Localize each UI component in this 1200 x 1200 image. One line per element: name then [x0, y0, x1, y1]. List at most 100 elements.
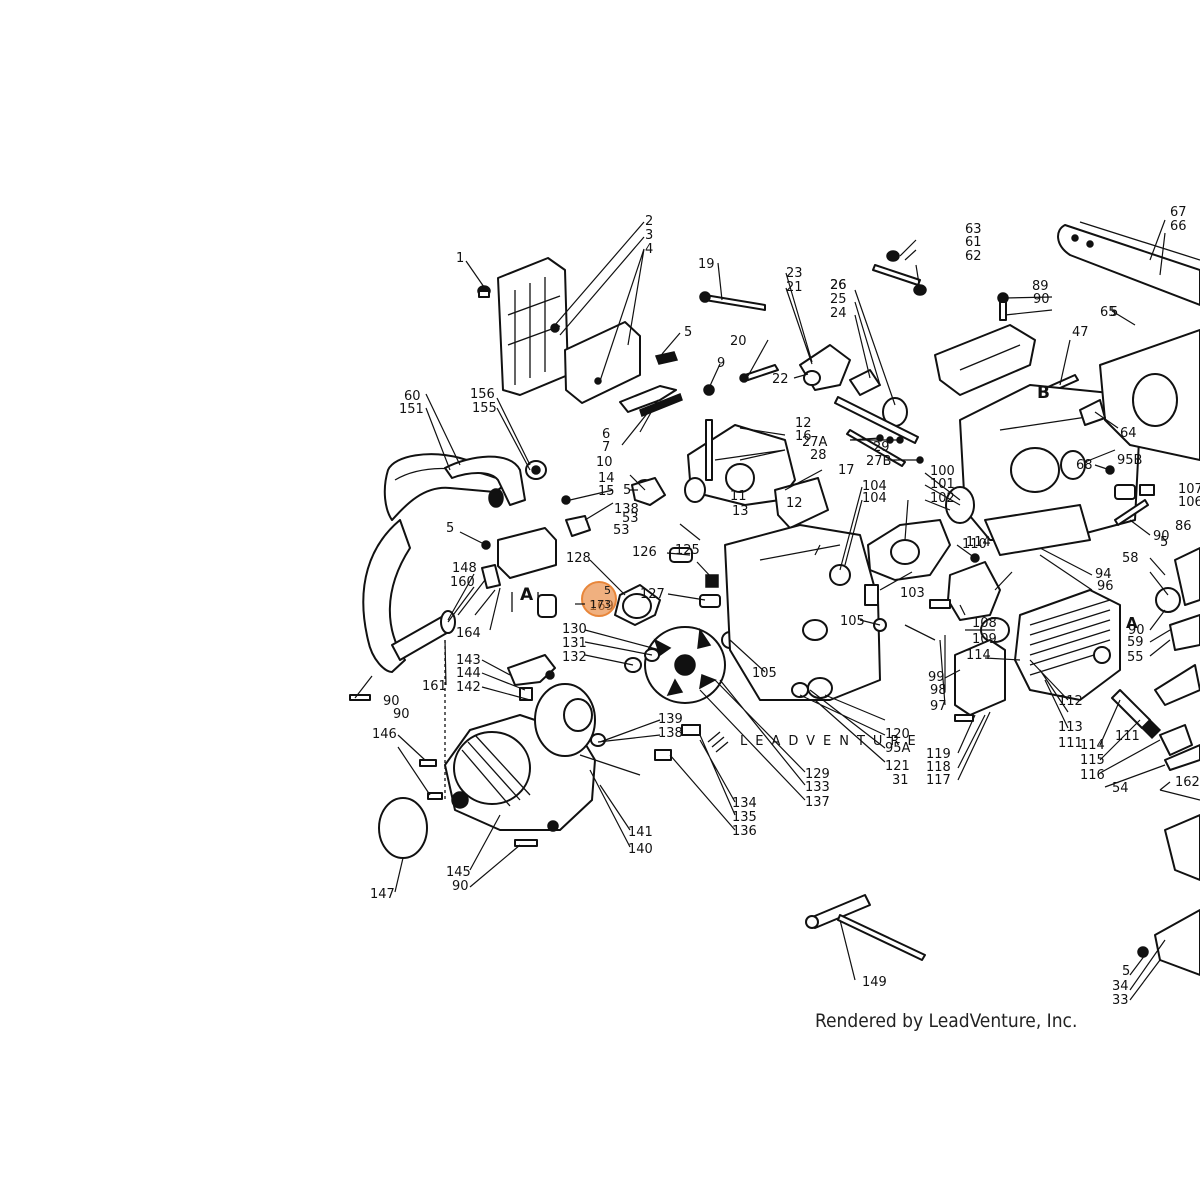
part-sprocket-cover	[1099, 329, 1200, 461]
callout-label: 5	[684, 325, 692, 340]
callout-label: 3	[645, 228, 653, 243]
callout-label: 125	[675, 543, 700, 558]
callout-label: 126	[632, 545, 657, 560]
callout-label: 131	[562, 636, 587, 651]
part-spark-plug-116	[1111, 689, 1162, 740]
callout-label: 100	[930, 464, 955, 479]
callout-label: 34	[1112, 979, 1129, 994]
callout-label: 130	[562, 622, 587, 637]
callout-label: 133	[805, 780, 830, 795]
part-screw-20	[739, 364, 779, 383]
callout-label: 58	[1122, 551, 1139, 566]
callout-label: 151	[399, 402, 424, 417]
callout-label: 114	[966, 648, 991, 663]
callout-label: 11	[730, 489, 747, 504]
callout-label: 90	[1033, 292, 1050, 307]
callout-label: 109	[972, 632, 997, 647]
callout-label: 9	[717, 356, 725, 371]
callout-label: 135	[732, 810, 757, 825]
callout-label: 1	[456, 251, 464, 266]
callout-label: 107	[1178, 482, 1200, 497]
callout-label: 16	[795, 429, 812, 444]
callout-label: 98	[930, 683, 947, 698]
part-screw-5a	[561, 495, 571, 505]
callout-label: 106	[1178, 495, 1200, 510]
callout-label: 161	[422, 679, 447, 694]
part-wrench-155	[805, 894, 926, 961]
callout-label: 65	[1100, 305, 1117, 320]
callout-label: 146	[372, 727, 397, 742]
callout-label: 156	[470, 387, 495, 402]
callout-label: 26	[830, 278, 847, 293]
callout-label: 55	[1127, 650, 1144, 665]
part-bolt-19	[699, 291, 766, 311]
callout-label: 97	[930, 699, 947, 714]
part-plate-17	[774, 477, 829, 529]
callout-label: 103	[900, 586, 925, 601]
callout-label: 5	[1122, 964, 1130, 979]
callout-label: 111	[1115, 729, 1140, 744]
callout-label: 63	[965, 222, 982, 237]
callout-label: 142	[456, 680, 481, 695]
part-right-lower-parts	[1154, 547, 1200, 801]
part-cylinder-113	[1014, 589, 1121, 701]
callout-label: 90	[1128, 623, 1145, 638]
callout-label: 6	[602, 427, 610, 442]
callout-label: 111	[1058, 736, 1083, 751]
part-flywheel-131	[644, 626, 726, 704]
callout-label: 141	[628, 825, 653, 840]
callout-label: 144	[456, 666, 481, 681]
callout-label: 5	[1160, 535, 1168, 550]
part-bracket-6	[619, 385, 683, 417]
part-bolts-62-64	[872, 250, 927, 296]
callout-label: 120	[885, 727, 910, 742]
part-pulley-142	[534, 683, 641, 776]
callout-label: 143	[456, 653, 481, 668]
callout-label: 137	[805, 795, 830, 810]
callout-label: 4	[645, 242, 653, 257]
callout-label: 27B	[866, 454, 891, 469]
callout-label: 53	[613, 523, 630, 538]
callout-label: 29	[873, 440, 890, 455]
part-nut-107-108	[1114, 484, 1155, 500]
section-marker-b: B	[1037, 383, 1050, 403]
highlight-circle[interactable]	[581, 581, 617, 617]
part-link-104	[864, 584, 879, 606]
callout-label: 108	[972, 616, 997, 631]
part-pawl-136-138	[654, 724, 729, 761]
callout-label: 147	[370, 887, 395, 902]
callout-label: 13	[732, 504, 749, 519]
callout-label: 119	[926, 747, 951, 762]
callout-label: 155	[472, 401, 497, 416]
part-gasket-4	[564, 321, 641, 404]
part-chain-bar-67	[1057, 221, 1200, 306]
callout-label: 61	[965, 235, 982, 250]
part-screw-1	[477, 285, 491, 298]
callout-label: 22	[772, 372, 789, 387]
part-bracket-53	[481, 515, 591, 589]
part-spacer-128	[669, 547, 693, 563]
part-screw-90	[349, 694, 538, 847]
callout-label: 26	[830, 278, 847, 293]
part-bushing-129	[699, 594, 721, 608]
callout-label: 116	[1080, 768, 1105, 783]
callout-label: 114	[966, 535, 991, 550]
callout-label: 12	[786, 496, 803, 511]
callout-label: 90	[1153, 529, 1170, 544]
callout-label: 5	[623, 483, 631, 498]
callout-label: 94	[1095, 567, 1112, 582]
callout-label: 127	[640, 587, 665, 602]
highlighted-callout-marker[interactable]: 5 173	[575, 581, 617, 617]
callout-label: 14	[598, 471, 615, 486]
callout-label: 162	[1175, 775, 1200, 790]
callout-label: 28	[810, 448, 827, 463]
callout-label: 7	[602, 440, 610, 455]
part-screw-146	[519, 687, 533, 701]
callout-label: 64	[1120, 426, 1137, 441]
callout-label: 138	[658, 726, 683, 741]
part-screw-121	[954, 714, 974, 722]
callout-label: 23	[786, 266, 803, 281]
callout-label: 60	[404, 389, 421, 404]
callout-label: 148	[452, 561, 477, 576]
callout-labels-repeat: 5 5 5 5 5 90 90 90 90 90 26 138 12 104 1…	[383, 278, 1168, 979]
